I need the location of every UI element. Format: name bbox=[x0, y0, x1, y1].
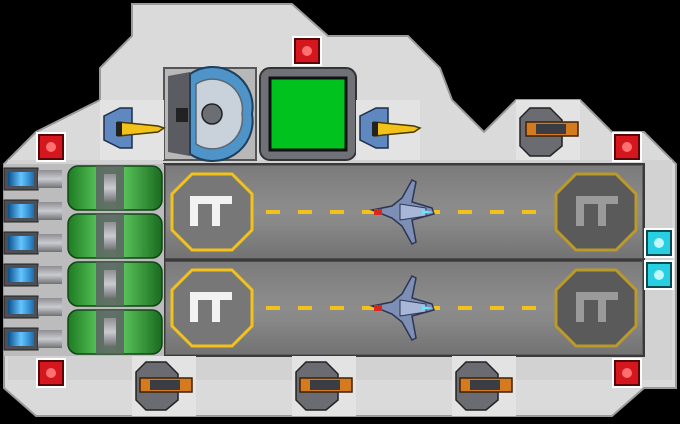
fuel-tank-icon[interactable] bbox=[67, 309, 163, 355]
thruster-icon[interactable] bbox=[3, 263, 62, 287]
fighter-icon[interactable] bbox=[369, 179, 435, 245]
cyan-beacon-icon[interactable] bbox=[644, 228, 674, 258]
red-beacon-icon[interactable] bbox=[292, 36, 322, 66]
hangar bbox=[163, 163, 645, 357]
green-screen-icon[interactable] bbox=[259, 67, 357, 161]
fuel-tank-icon[interactable] bbox=[67, 213, 163, 259]
cannon-turret-icon[interactable] bbox=[132, 356, 196, 416]
fighter-icon[interactable] bbox=[369, 275, 435, 341]
fuel-tank-icon[interactable] bbox=[67, 165, 163, 211]
landing-pad-icon[interactable] bbox=[554, 172, 638, 252]
launch-pad-icon[interactable] bbox=[170, 268, 254, 348]
thruster-icon[interactable] bbox=[3, 167, 62, 191]
thruster-icon[interactable] bbox=[3, 327, 62, 351]
hangar-bay-1[interactable] bbox=[166, 166, 642, 258]
missile-launcher-icon[interactable] bbox=[356, 100, 422, 160]
cannon-turret-icon[interactable] bbox=[452, 356, 516, 416]
fuel-tank-icon[interactable] bbox=[67, 261, 163, 307]
engine-bank bbox=[3, 164, 164, 356]
thruster-icon[interactable] bbox=[3, 295, 62, 319]
thruster-icon[interactable] bbox=[3, 231, 62, 255]
red-beacon-icon[interactable] bbox=[612, 358, 642, 388]
red-beacon-icon[interactable] bbox=[612, 132, 642, 162]
launch-pad-icon[interactable] bbox=[170, 172, 254, 252]
cannon-turret-icon[interactable] bbox=[516, 100, 580, 160]
landing-pad-icon[interactable] bbox=[554, 268, 638, 348]
red-beacon-icon[interactable] bbox=[36, 358, 66, 388]
missile-launcher-icon[interactable] bbox=[100, 100, 166, 160]
hangar-bay-2[interactable] bbox=[166, 262, 642, 354]
thruster-icon[interactable] bbox=[3, 199, 62, 223]
red-beacon-icon[interactable] bbox=[36, 132, 66, 162]
shield-generator-icon[interactable] bbox=[163, 66, 257, 162]
cannon-turret-icon[interactable] bbox=[292, 356, 356, 416]
cyan-beacon-icon[interactable] bbox=[644, 260, 674, 290]
